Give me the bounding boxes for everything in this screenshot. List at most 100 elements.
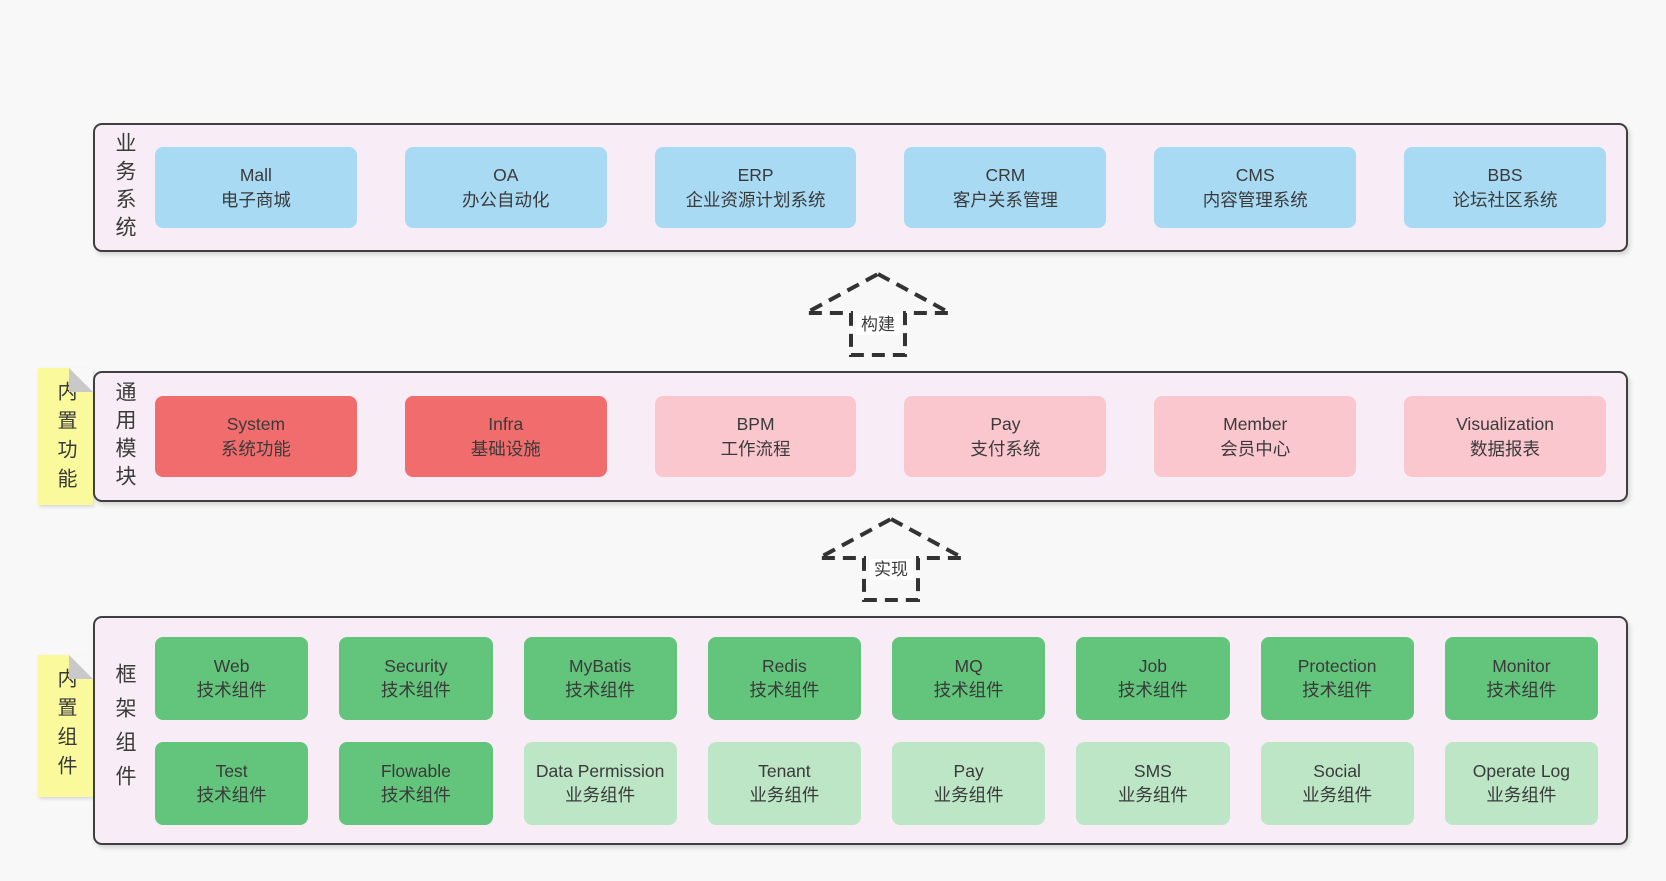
box-title: Pay: [990, 413, 1021, 434]
sticky-note-built-in-features: 内置功能: [38, 368, 93, 505]
box-crm: CRM 客户关系管理: [904, 147, 1107, 228]
box-title: Pay: [953, 761, 984, 781]
band-label: 业务系统: [113, 131, 136, 244]
box-mq: MQ 技术组件: [892, 636, 1046, 720]
box-flowable: Flowable 技术组件: [339, 741, 493, 825]
band-label: 通用模块: [113, 380, 136, 493]
box-bpm: BPM 工作流程: [654, 396, 857, 477]
box-subtitle: 技术组件: [196, 785, 267, 805]
box-title: CRM: [985, 164, 1026, 185]
box-title: Operate Log: [1472, 761, 1571, 781]
box-job: Job 技术组件: [1076, 636, 1230, 720]
box-subtitle: 工作流程: [720, 438, 791, 459]
box-title: Infra: [488, 413, 524, 434]
box-pay-biz: Pay 业务组件: [892, 741, 1046, 825]
box-cms: CMS 内容管理系统: [1154, 147, 1357, 228]
box-title: Job: [1138, 656, 1167, 676]
box-subtitle: 会员中心: [1220, 438, 1291, 459]
box-title: MyBatis: [569, 656, 632, 676]
box-data-permission: Data Permission 业务组件: [523, 741, 677, 825]
box-title: Member: [1223, 413, 1288, 434]
box-oa: OA 办公自动化: [404, 147, 607, 228]
band-common-modules: 通用模块 System 系统功能 Infra 基础设施 BPM 工作流程 Pay…: [93, 371, 1628, 502]
band-label-cell: 业务系统: [95, 125, 153, 250]
box-tenant: Tenant 业务组件: [707, 741, 861, 825]
arrow-build-up: 构建: [803, 271, 953, 357]
box-title: Protection: [1297, 656, 1377, 676]
box-title: MQ: [954, 656, 983, 676]
box-subtitle: 技术组件: [565, 680, 636, 700]
box-system: System 系统功能: [155, 396, 357, 477]
band-label-cell: 框架组件: [95, 618, 153, 843]
box-security: Security 技术组件: [339, 636, 493, 720]
box-subtitle: 基础设施: [470, 438, 541, 459]
box-subtitle: 论坛社区系统: [1452, 189, 1558, 210]
box-subtitle: 技术组件: [933, 680, 1004, 700]
box-redis: Redis 技术组件: [707, 636, 861, 720]
note-fold-corner-icon: [69, 368, 93, 392]
arrow-label: 实现: [869, 559, 913, 580]
box-subtitle: 企业资源计划系统: [685, 189, 826, 210]
box-subtitle: 技术组件: [380, 680, 451, 700]
box-subtitle: 技术组件: [749, 680, 820, 700]
box-visualization: Visualization 数据报表: [1404, 396, 1606, 477]
box-subtitle: 业务组件: [1117, 785, 1188, 805]
sticky-note-text: 内置组件: [54, 668, 76, 784]
box-subtitle: 技术组件: [1117, 680, 1188, 700]
box-title: Data Permission: [535, 761, 665, 781]
box-subtitle: 技术组件: [380, 785, 451, 805]
box-member: Member 会员中心: [1154, 396, 1357, 477]
box-title: Tenant: [758, 761, 811, 781]
box-sms: SMS 业务组件: [1076, 741, 1230, 825]
box-subtitle: 内容管理系统: [1202, 189, 1308, 210]
box-subtitle: 业务组件: [1486, 785, 1557, 805]
arrow-label: 构建: [856, 314, 900, 335]
box-title: Visualization: [1456, 413, 1555, 434]
band-business-systems: 业务系统 Mall 电子商城 OA 办公自动化 ERP 企业资源计划系统 CRM…: [93, 123, 1628, 252]
box-subtitle: 技术组件: [196, 680, 267, 700]
box-title: Flowable: [380, 761, 451, 781]
common-modules-row: System 系统功能 Infra 基础设施 BPM 工作流程 Pay 支付系统…: [153, 396, 1626, 477]
box-title: System: [226, 413, 286, 434]
sticky-note-built-in-components: 内置组件: [38, 655, 93, 797]
band-label: 框架组件: [113, 662, 136, 799]
box-subtitle: 业务组件: [749, 785, 820, 805]
box-subtitle: 电子商城: [220, 189, 291, 210]
band-framework-components: 框架组件 Web 技术组件 Security 技术组件 MyBatis 技术组件…: [93, 616, 1628, 845]
biz-components-row: Test 技术组件 Flowable 技术组件 Data Permission …: [155, 741, 1598, 825]
up-arrow-dashed-icon: [818, 516, 964, 602]
box-subtitle: 技术组件: [1486, 680, 1557, 700]
box-title: Security: [384, 656, 448, 676]
box-subtitle: 业务组件: [1302, 785, 1373, 805]
box-subtitle: 技术组件: [1302, 680, 1373, 700]
box-mall: Mall 电子商城: [155, 147, 357, 228]
box-title: Test: [215, 761, 248, 781]
note-fold-corner-icon: [69, 655, 93, 679]
box-subtitle: 支付系统: [970, 438, 1041, 459]
box-social: Social 业务组件: [1260, 741, 1414, 825]
box-web: Web 技术组件: [155, 636, 309, 720]
sticky-note-text: 内置功能: [54, 381, 76, 497]
box-title: CMS: [1235, 164, 1275, 185]
box-subtitle: 办公自动化: [461, 189, 550, 210]
framework-components-rows: Web 技术组件 Security 技术组件 MyBatis 技术组件 Redi…: [153, 636, 1626, 825]
box-title: BBS: [1487, 164, 1523, 185]
box-subtitle: 数据报表: [1470, 438, 1541, 459]
box-title: ERP: [737, 164, 774, 185]
box-subtitle: 系统功能: [220, 438, 291, 459]
box-erp: ERP 企业资源计划系统: [654, 147, 857, 228]
box-subtitle: 业务组件: [933, 785, 1004, 805]
box-monitor: Monitor 技术组件: [1444, 636, 1598, 720]
box-title: OA: [493, 164, 519, 185]
box-test: Test 技术组件: [155, 741, 309, 825]
band-label-cell: 通用模块: [95, 373, 153, 500]
box-bbs: BBS 论坛社区系统: [1404, 147, 1606, 228]
box-infra: Infra 基础设施: [404, 396, 607, 477]
up-arrow-dashed-icon: [805, 271, 951, 357]
business-systems-row: Mall 电子商城 OA 办公自动化 ERP 企业资源计划系统 CRM 客户关系…: [153, 147, 1626, 228]
box-subtitle: 业务组件: [565, 785, 636, 805]
box-title: Mall: [239, 164, 272, 185]
tech-components-row: Web 技术组件 Security 技术组件 MyBatis 技术组件 Redi…: [155, 636, 1598, 720]
box-title: Redis: [762, 656, 807, 676]
